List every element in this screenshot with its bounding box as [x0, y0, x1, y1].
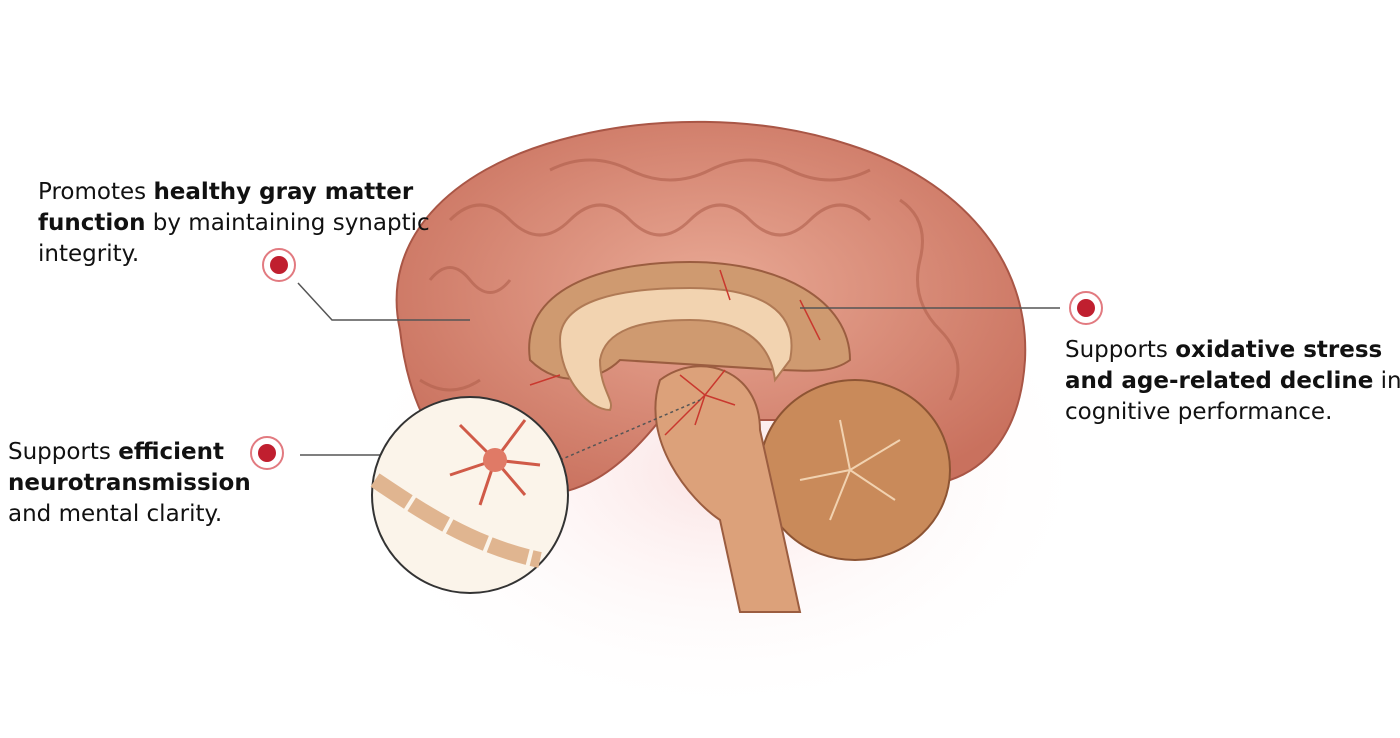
callout-text: Promotes: [38, 179, 154, 205]
gyri: [419, 158, 960, 401]
cerebellum: [759, 379, 951, 561]
callout-text: by maintaining synaptic integrity.: [38, 210, 430, 267]
brainstem: [654, 365, 802, 613]
marker-dot-icon[interactable]: [262, 248, 296, 282]
cerebellum-branches: [799, 419, 901, 521]
callout-oxidative-stress: Supports oxidative stress and age-relate…: [1065, 335, 1400, 428]
corpus-callosum: [558, 286, 793, 412]
marker-dot-icon[interactable]: [1069, 291, 1103, 325]
callout-bold: healthy gray matter function: [38, 179, 414, 236]
marker-dot-icon[interactable]: [250, 436, 284, 470]
callout-text: and mental clarity.: [8, 501, 223, 527]
callout-bold: oxidative stress and age-related decline: [1065, 337, 1383, 394]
callout-text: in cognitive performance.: [1065, 368, 1400, 425]
vessels: [529, 269, 821, 436]
callout-text: Supports: [1065, 337, 1176, 363]
neuron-inset: [370, 396, 569, 594]
callout-gray-matter: Promotes healthy gray matter function by…: [38, 177, 438, 270]
callout-neurotransmission: Supports efficient neurotransmission and…: [8, 437, 268, 530]
callout-bold: efficient neurotransmission: [8, 439, 251, 496]
callout-text: Supports: [8, 439, 119, 465]
